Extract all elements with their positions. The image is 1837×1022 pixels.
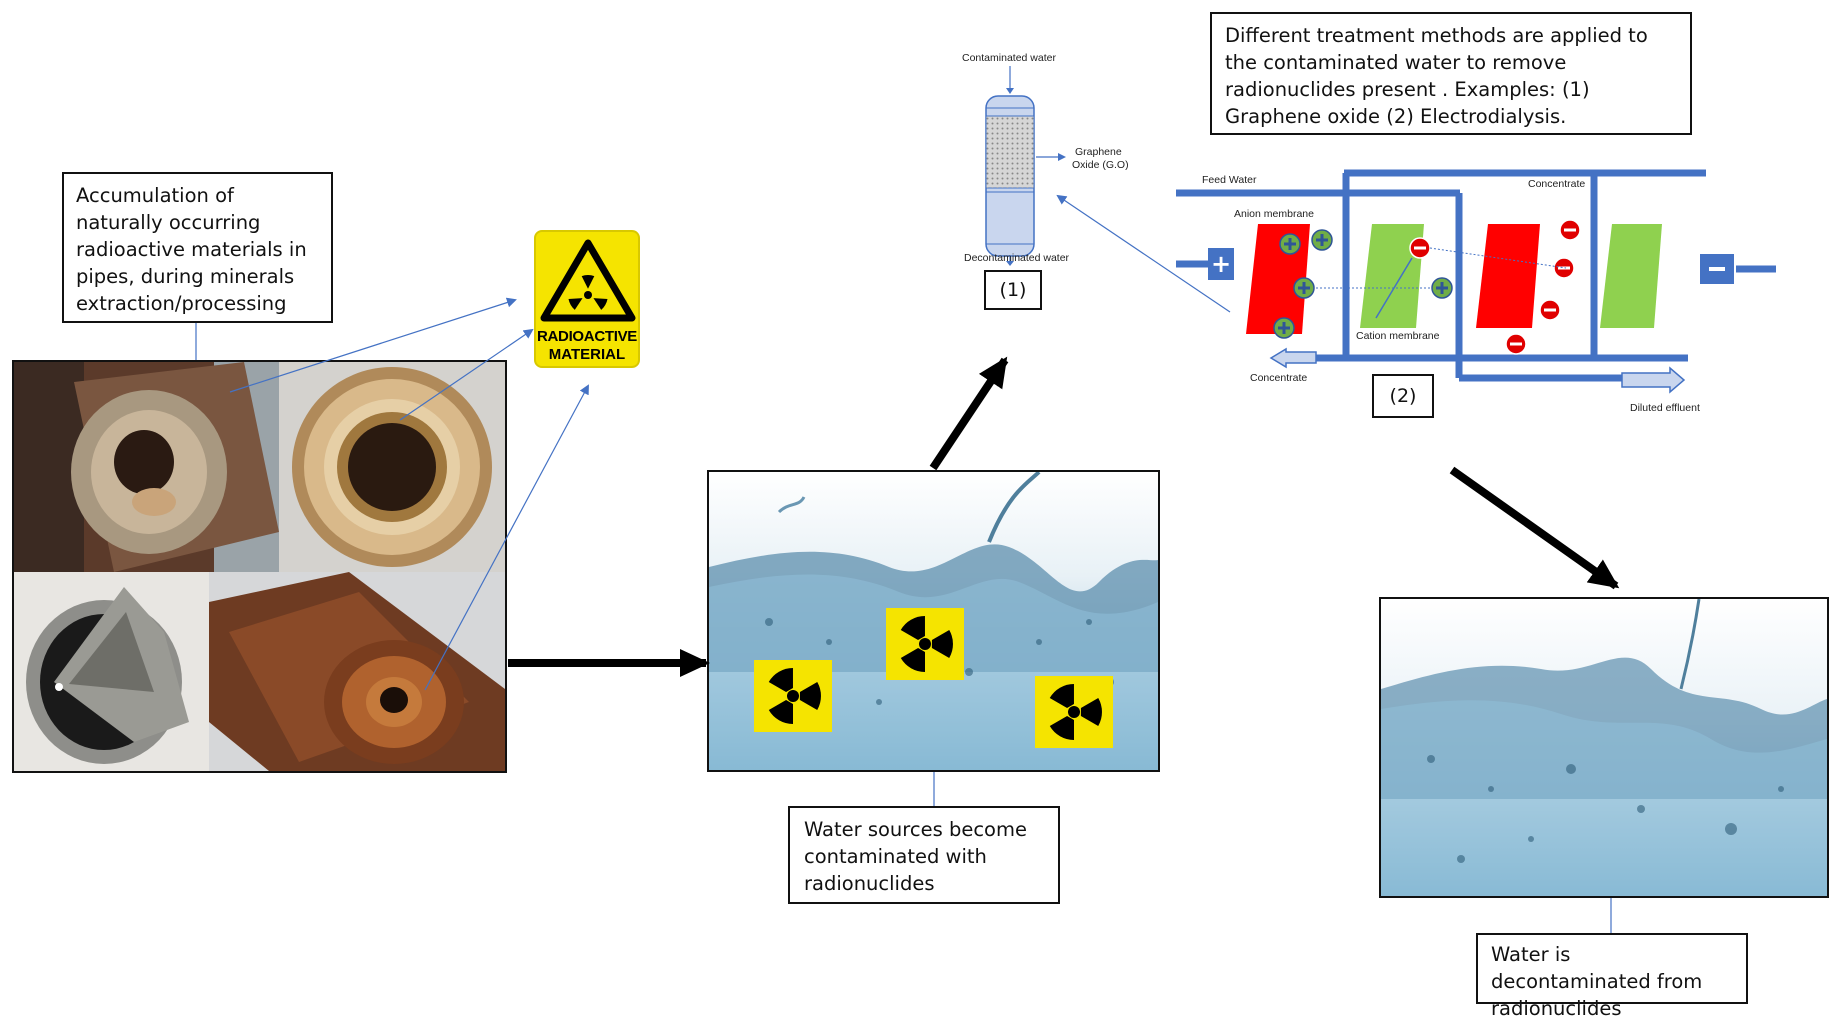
accumulation-caption-text: Accumulation of naturally occurring radi…	[76, 184, 307, 315]
pipe-photo-cut-section	[14, 572, 209, 771]
anion-membrane-label: Anion membrane	[1234, 208, 1314, 220]
pipe-photo-rusty-end	[14, 362, 279, 572]
column-output-label: Decontaminated water	[964, 252, 1070, 264]
clean-water-splash-image	[1381, 599, 1827, 896]
column-input-label: Contaminated water	[962, 52, 1056, 64]
method-tag-1-text: (1)	[999, 279, 1027, 301]
cation-membrane-label: Cation membrane	[1356, 330, 1440, 342]
concentrate-top-label: Concentrate	[1528, 178, 1586, 190]
accumulation-caption-box: Accumulation of naturally occurring radi…	[62, 172, 333, 323]
graphene-label-arrow	[1036, 153, 1066, 161]
cation-ion-icons	[1273, 229, 1453, 339]
column-output-arrow	[1006, 256, 1014, 266]
scaled-pipes-photo-collage	[12, 360, 507, 773]
cathode-minus-icon	[1709, 267, 1725, 271]
graphene-oxide-column	[985, 66, 1035, 257]
decontaminated-water-photo	[1379, 597, 1829, 898]
treatment-caption-box: Different treatment methods are applied …	[1210, 12, 1692, 135]
anion-ion-icons	[1409, 219, 1581, 355]
anode-plus-icon: +	[1211, 250, 1231, 278]
graphene-label-line2: Oxide (G.O)	[1072, 159, 1129, 171]
warning-sign-line1: RADIOACTIVE	[536, 328, 638, 345]
radioactive-warning-sign: RADIOACTIVE MATERIAL	[534, 230, 640, 368]
warning-sign-line2: MATERIAL	[548, 346, 626, 363]
graphene-label-line1: Graphene	[1075, 146, 1122, 158]
feed-water-label: Feed Water	[1202, 174, 1257, 186]
radiation-symbol-icon	[1035, 676, 1113, 748]
radiation-symbol-icon	[754, 660, 832, 732]
contaminated-water-photo	[707, 470, 1160, 772]
method-tag-2: (2)	[1372, 374, 1434, 418]
pipe-photo-rusted-bore	[209, 572, 505, 771]
method-tag-2-text: (2)	[1389, 385, 1417, 407]
concentrate-bottom-label: Concentrate	[1250, 372, 1308, 384]
treatment-caption-text: Different treatment methods are applied …	[1225, 24, 1648, 128]
decontaminated-caption-box: Water is decontaminated from radionuclid…	[1476, 933, 1748, 1020]
diluted-effluent-label: Diluted effluent	[1630, 402, 1700, 414]
method-tag-1: (1)	[984, 270, 1042, 310]
radiation-symbol-icon	[886, 608, 964, 680]
electrodialysis-cell: +	[1176, 169, 1776, 394]
pipe-photo-cross-section	[279, 362, 505, 572]
contaminated-caption-text: Water sources become contaminated with r…	[804, 818, 1027, 895]
contaminated-caption-box: Water sources become contaminated with r…	[788, 806, 1060, 904]
radiation-trefoil-icon	[540, 239, 636, 322]
